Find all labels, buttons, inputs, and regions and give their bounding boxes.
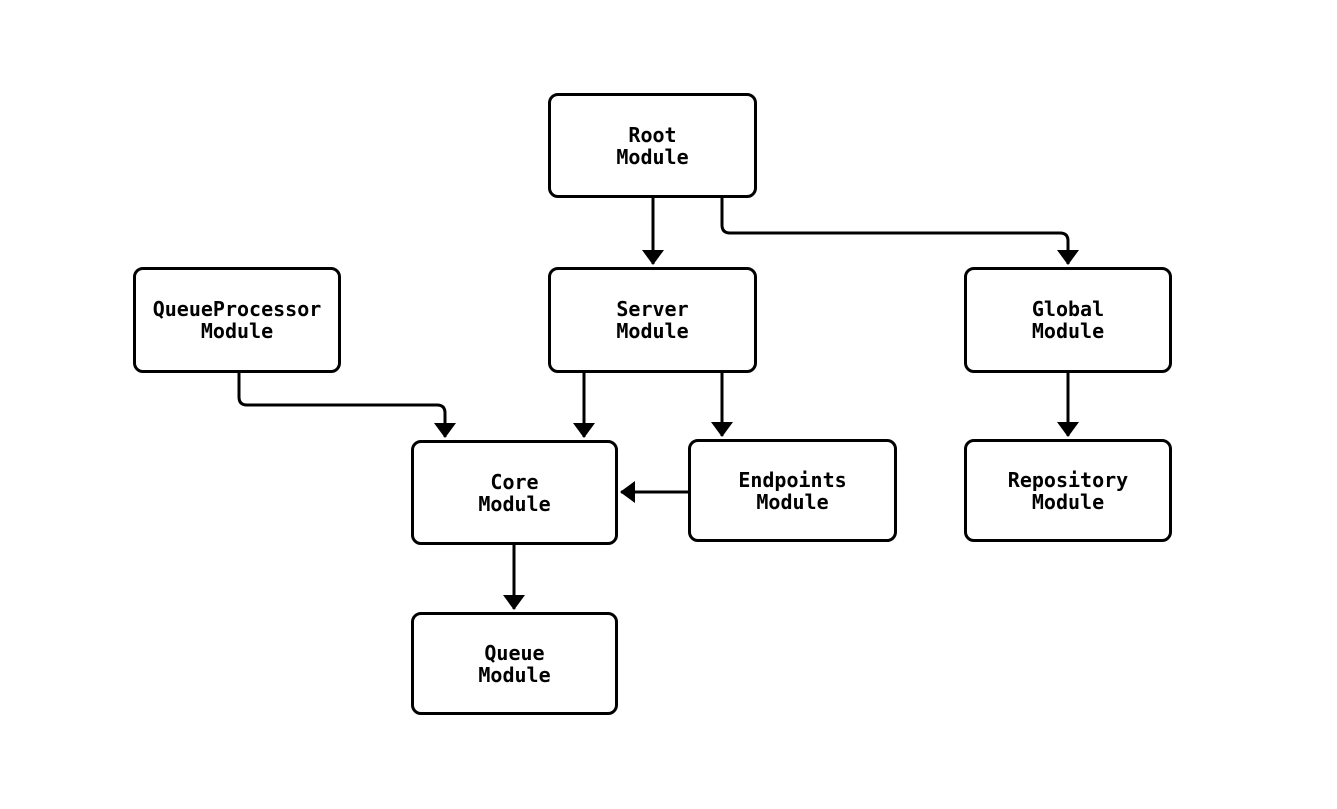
node-root-module: Root Module <box>548 93 757 198</box>
node-label: Queue Module <box>478 640 551 687</box>
node-label: Endpoints Module <box>738 467 847 514</box>
node-queue-module: Queue Module <box>411 612 618 715</box>
node-endpoints-module: Endpoints Module <box>688 439 897 542</box>
node-label: Server Module <box>616 297 689 343</box>
node-label: Repository Module <box>1007 467 1129 514</box>
node-label: Root Module <box>616 122 689 169</box>
node-server-module: Server Module <box>548 267 757 373</box>
node-core-module: Core Module <box>411 440 618 545</box>
node-repository-module: Repository Module <box>964 439 1172 542</box>
node-global-module: Global Module <box>964 267 1172 373</box>
edge-root-to-global <box>720 198 1079 265</box>
node-label: Core Module <box>478 469 551 516</box>
node-label: Global Module <box>1031 297 1105 343</box>
node-queueprocessor-module: QueueProcessor Module <box>133 267 341 373</box>
edge-queueprocessor-to-core <box>237 373 456 438</box>
node-label: QueueProcessor Module <box>152 297 322 343</box>
